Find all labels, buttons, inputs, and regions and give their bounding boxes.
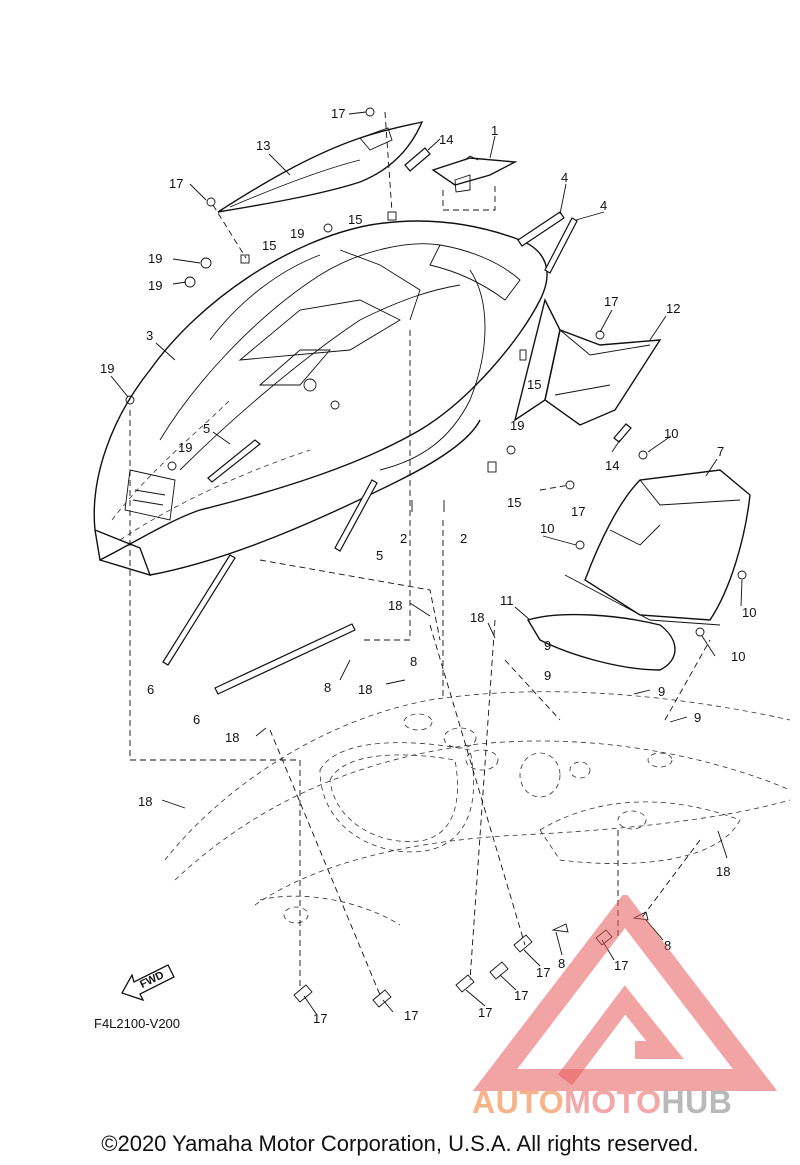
- strip-4: [517, 211, 578, 274]
- callout-19: 19: [290, 226, 304, 241]
- callout-18: 18: [470, 610, 484, 625]
- callout-9: 9: [694, 710, 701, 725]
- callout-19: 19: [100, 361, 114, 376]
- callout-16: 17: [604, 294, 618, 309]
- callout-14: 14: [605, 458, 619, 473]
- callout-6: 6: [193, 712, 200, 727]
- callout-6: 6: [147, 682, 154, 697]
- callout-8: 8: [324, 680, 331, 695]
- callout-17: 17: [313, 1011, 327, 1026]
- trim-strip-6: [162, 554, 356, 695]
- storage-bin-7: [564, 469, 751, 626]
- automotohub-logo-watermark: [472, 895, 778, 1091]
- callout-18: 18: [358, 682, 372, 697]
- callout-16: 17: [169, 176, 183, 191]
- side-cover-12: [513, 297, 662, 426]
- callout-2: 2: [460, 531, 467, 546]
- storage-lid-13: [217, 120, 424, 213]
- callout-10: 10: [742, 605, 756, 620]
- callout-3: 3: [146, 328, 153, 343]
- watermark-text: AUTOMOTOHUB: [472, 1084, 732, 1121]
- assembly-leaders: [129, 111, 711, 996]
- callout-8: 8: [558, 956, 565, 971]
- callout-9: 9: [658, 684, 665, 699]
- callout-13: 13: [256, 138, 270, 153]
- callout-19: 19: [148, 278, 162, 293]
- callout-10: 10: [664, 426, 678, 441]
- callout-18: 18: [716, 864, 730, 879]
- callout-17: 17: [514, 988, 528, 1003]
- callout-11: 11: [500, 593, 514, 608]
- callout-19: 19: [148, 251, 162, 266]
- trim-strip-5: [207, 439, 378, 552]
- callout-4: 4: [561, 170, 568, 185]
- callout-15: 15: [348, 212, 362, 227]
- callout-8: 8: [410, 654, 417, 669]
- callout-16: 17: [331, 106, 345, 121]
- callout-12: 12: [666, 301, 680, 316]
- callout-10: 10: [731, 649, 745, 664]
- callout-15: 15: [507, 495, 521, 510]
- callout-14: 14: [439, 132, 453, 147]
- callout-labels: 17 17 17 17 13 14 14 1 4 4 15 15 15 15 1…: [100, 106, 756, 1026]
- callout-5: 5: [203, 421, 210, 436]
- hatch-1: [431, 155, 518, 211]
- callout-15: 15: [527, 377, 541, 392]
- tray-11: [526, 613, 676, 671]
- diagram-code: F4L2100-V200: [94, 1016, 181, 1031]
- callout-17: 17: [404, 1008, 418, 1023]
- watermark-text-auto: AUTO: [472, 1084, 565, 1120]
- callout-15: 15: [262, 238, 276, 253]
- rod-14: [404, 147, 632, 443]
- callout-19: 19: [178, 440, 192, 455]
- callout-4: 4: [600, 198, 607, 213]
- callout-17: 17: [614, 958, 628, 973]
- callout-8: 8: [664, 938, 671, 953]
- callout-5: 5: [376, 548, 383, 563]
- callout-7: 7: [717, 444, 724, 459]
- forward-arrow-icon: FWD: [121, 964, 175, 1002]
- callout-17: 17: [536, 965, 550, 980]
- callout-1: 1: [491, 123, 498, 138]
- callout-9: 9: [544, 668, 551, 683]
- callout-17: 17: [478, 1005, 492, 1020]
- callout-16: 17: [571, 504, 585, 519]
- callout-18: 18: [138, 794, 152, 809]
- watermark-text-moto: MOTO: [564, 1084, 662, 1120]
- callout-19-right: 19: [510, 418, 524, 433]
- hull-outline: [164, 691, 791, 926]
- watermark-text-hub: HUB: [661, 1084, 733, 1120]
- callout-10: 10: [540, 521, 554, 536]
- callout-leaders: [110, 111, 743, 1016]
- callout-2: 2: [400, 531, 407, 546]
- deck-cover: [93, 220, 548, 577]
- copyright-notice: ©2020 Yamaha Motor Corporation, U.S.A. A…: [101, 1131, 699, 1156]
- fasteners: [125, 107, 747, 637]
- callout-18: 18: [388, 598, 402, 613]
- callout-18: 18: [225, 730, 239, 745]
- callout-9: 9: [544, 638, 551, 653]
